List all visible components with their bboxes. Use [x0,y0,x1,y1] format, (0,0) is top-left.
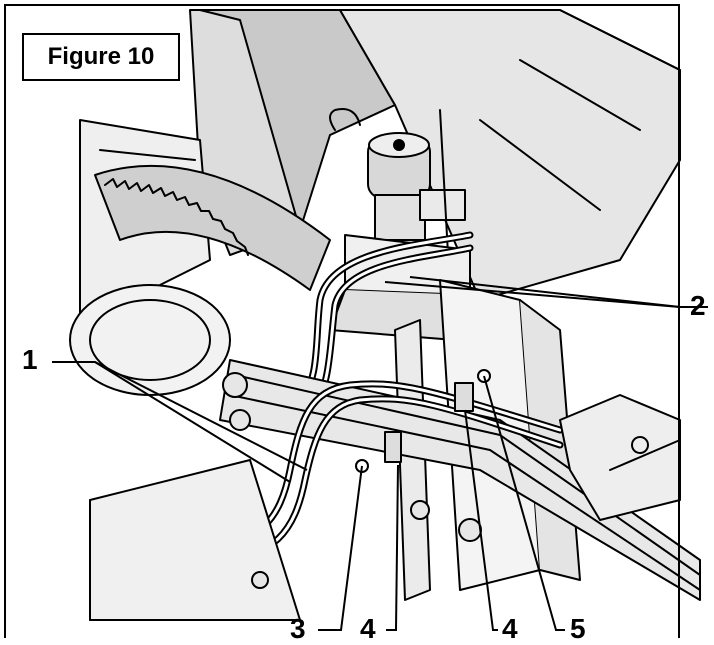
callout-4-right: 4 [502,613,518,644]
figure-frame [4,4,680,638]
boom-arm [219,359,701,601]
leader-4b [464,409,498,631]
callout-4-left: 4 [360,613,376,644]
leader-3 [318,465,363,631]
leader-4a [386,464,399,631]
hose-clamp-left [384,431,402,463]
callout-5: 5 [570,613,586,644]
hose-clamp-right [454,382,474,412]
callout-3: 3 [290,613,306,644]
ring-gear [94,165,331,291]
callout-1: 1 [22,344,38,375]
callout-2: 2 [690,290,706,321]
leader-5 [483,375,565,631]
figure-title-box: Figure 10 [22,33,180,81]
nut-a [410,500,430,520]
figure-title: Figure 10 [47,43,155,70]
latch-assembly [559,394,681,521]
